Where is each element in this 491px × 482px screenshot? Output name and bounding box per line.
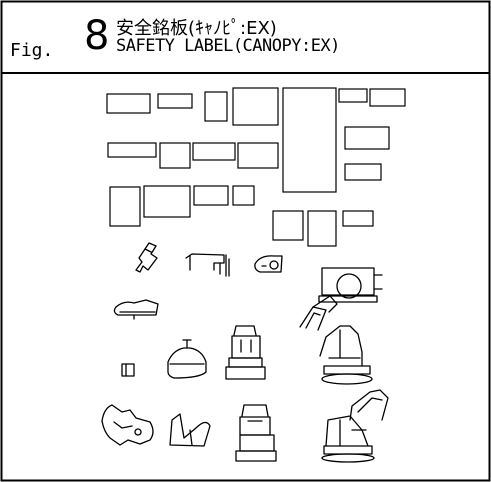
label-plate-17	[232, 185, 255, 206]
title-english: SAFETY LABEL(CANOPY:EX)	[116, 36, 340, 56]
hood-part	[167, 339, 207, 379]
fig-number: 8	[84, 13, 110, 59]
seat-bracket-part	[185, 253, 230, 277]
label-plate-20	[342, 210, 374, 227]
guard-panel-part	[113, 299, 159, 320]
label-plate-15	[143, 185, 191, 218]
label-plate-4	[232, 87, 279, 126]
label-plate-10	[159, 142, 191, 169]
label-plate-3	[204, 91, 228, 122]
label-plate-1	[106, 93, 151, 114]
excavator-side-view-1	[299, 295, 373, 385]
label-plate-7	[369, 88, 406, 107]
cover-bracket-part	[169, 413, 211, 447]
label-plate-2	[157, 93, 193, 109]
label-plate-16	[193, 185, 229, 206]
engine-component-part	[101, 404, 154, 446]
label-plate-6	[338, 88, 368, 103]
figure-header: Fig. 8 安全銘板(ｷｬﾉﾋﾟ:EX) SAFETY LABEL(CANOP…	[0, 0, 491, 72]
filter-part	[121, 363, 135, 377]
label-plate-12	[237, 142, 279, 169]
title-japanese: 安全銘板(ｷｬﾉﾋﾟ:EX)	[116, 18, 277, 39]
label-plate-13	[344, 163, 382, 181]
excavator-rear-view	[235, 404, 277, 462]
small-cover-part	[254, 255, 283, 273]
excavator-front-view-1	[225, 325, 266, 380]
label-plate-19	[307, 210, 337, 247]
label-plate-18	[272, 210, 304, 241]
label-plate-5	[282, 87, 337, 193]
label-plate-11	[192, 142, 236, 161]
lever-bracket-part	[135, 242, 158, 273]
label-plate-14	[109, 186, 141, 227]
excavator-side-view-2	[321, 389, 389, 463]
excavator-top-view	[318, 267, 383, 303]
label-plate-8	[344, 126, 390, 150]
label-plate-9	[107, 142, 157, 158]
fig-label: Fig.	[10, 40, 54, 61]
